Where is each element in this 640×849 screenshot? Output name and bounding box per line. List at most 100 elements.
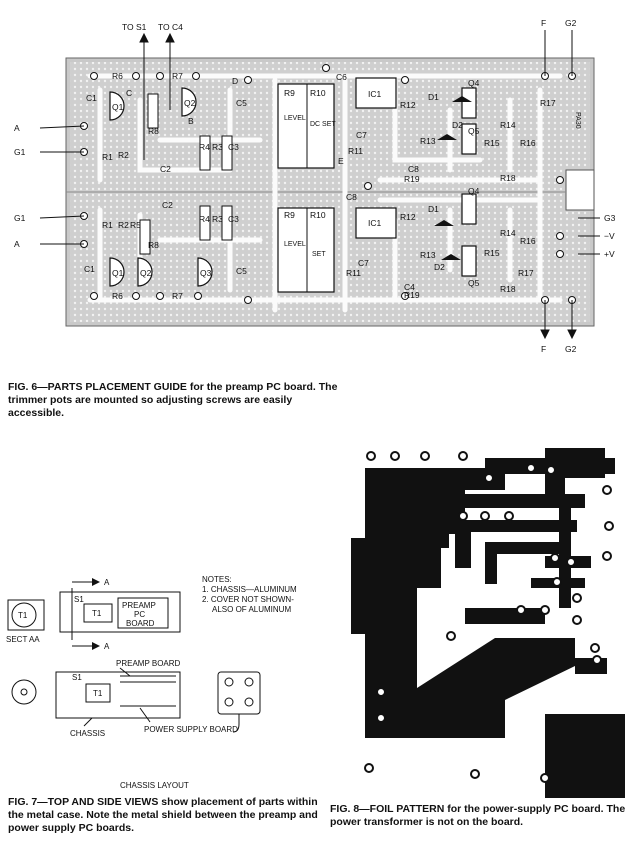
- preamp-pc-board-label-2: PC: [134, 610, 145, 619]
- part-label: C5: [236, 266, 247, 276]
- part-label: C5: [236, 98, 247, 108]
- fig7-chassis-layout-diagram: A A T1 SECT AA S1 T1 PREAMP PC BOARD NOT…: [6, 575, 297, 790]
- part-label: C8: [408, 164, 419, 174]
- part-label: R4: [199, 214, 210, 224]
- edge-label-g3: G3: [604, 213, 616, 223]
- part-label: R11: [348, 146, 363, 156]
- foil-copper-left: [351, 458, 615, 738]
- q1-bottom: [109, 257, 125, 287]
- notes-title: NOTES:: [202, 575, 232, 584]
- part-label: C1: [84, 264, 95, 274]
- fig8-caption: FIG. 8—FOIL PATTERN for the power-supply…: [330, 803, 635, 829]
- chassis-layout-title: CHASSIS LAYOUT: [120, 781, 189, 790]
- part-label: R5: [130, 220, 141, 230]
- part-label: D1: [428, 204, 439, 214]
- fig6-caption: FIG. 6—PARTS PLACEMENT GUIDE for the pre…: [8, 381, 338, 420]
- part-label: R15: [484, 248, 500, 258]
- edge-label-g2-top: G2: [565, 18, 577, 28]
- part-label: Q5: [468, 126, 480, 136]
- q2-top: [181, 87, 197, 117]
- preamp-board-label: PREAMP BOARD: [116, 659, 181, 668]
- part-label: R13: [420, 250, 436, 260]
- fig6-caption-head: FIG. 6—PARTS PLACEMENT GUIDE: [8, 381, 187, 393]
- edge-label-f-bottom: F: [541, 344, 546, 354]
- part-label: R11: [346, 268, 361, 278]
- part-label: R1: [102, 152, 113, 162]
- fig8-foil-pattern-diagram: [351, 448, 625, 798]
- foil-copper-top-right: [545, 448, 605, 498]
- part-label: LEVEL: [284, 115, 306, 122]
- part-label: C3: [228, 214, 239, 224]
- fig7-caption-body: show placement of parts within the metal…: [8, 796, 318, 834]
- part-label: R13: [420, 136, 436, 146]
- r9-r10-level-set-block-bottom: [277, 207, 335, 293]
- part-label: R8: [148, 240, 159, 250]
- part-label: R16: [520, 236, 536, 246]
- part-label: R14: [500, 120, 516, 130]
- ic1-top: [355, 77, 397, 109]
- part-label: C6: [336, 72, 347, 82]
- foil-copper-bottom-right: [545, 714, 625, 798]
- t1-top-label: T1: [92, 609, 102, 618]
- part-label: C7: [356, 130, 367, 140]
- edge-label-f-top: F: [541, 18, 546, 28]
- arrow-a-bottom-label: A: [104, 642, 110, 651]
- edge-label-minus-v: −V: [604, 231, 615, 241]
- part-label: C8: [346, 192, 357, 202]
- part-label: E: [338, 156, 344, 166]
- part-label: R19: [404, 174, 420, 184]
- part-label: R12: [400, 212, 416, 222]
- s1-top-label: S1: [74, 595, 84, 604]
- part-label: R18: [500, 173, 516, 183]
- part-label: D2: [434, 262, 445, 272]
- part-label: R4: [199, 142, 210, 152]
- fig7-caption-head: FIG. 7—TOP AND SIDE VIEWS: [8, 796, 159, 808]
- part-label: IC1: [368, 89, 382, 99]
- part-label: C1: [86, 93, 97, 103]
- r9-r10-level-dcset-block-top: [277, 83, 335, 169]
- part-label: R2: [118, 220, 129, 230]
- fig7-caption: FIG. 7—TOP AND SIDE VIEWS show placement…: [8, 796, 328, 835]
- part-label: R12: [400, 100, 416, 110]
- part-label: Q3: [200, 268, 212, 278]
- part-label: R14: [500, 228, 516, 238]
- part-label: Q1: [112, 268, 124, 278]
- part-label: R9: [284, 210, 295, 220]
- part-label: C: [126, 88, 132, 98]
- part-label: R6: [112, 291, 123, 301]
- part-label: R7: [172, 291, 183, 301]
- s1-side-label: S1: [72, 673, 82, 682]
- part-label: D2: [452, 120, 463, 130]
- part-label: R19: [404, 290, 420, 300]
- part-label: LEVEL: [284, 241, 306, 248]
- preamp-pc-board-label-1: PREAMP: [122, 601, 156, 610]
- part-label: C2: [160, 164, 171, 174]
- part-label: R1: [102, 220, 113, 230]
- power-supply-board-label: POWER SUPPLY BOARD: [144, 725, 238, 734]
- part-label: R7: [172, 71, 183, 81]
- part-label: C3: [228, 142, 239, 152]
- part-label: DC SET: [310, 121, 336, 128]
- part-label: Q4: [468, 186, 480, 196]
- sect-aa-label: SECT AA: [6, 635, 40, 644]
- part-label: R15: [484, 138, 500, 148]
- chassis-label: CHASSIS: [70, 729, 105, 738]
- part-label: C4: [404, 282, 415, 292]
- part-label: R2: [118, 150, 129, 160]
- edge-label-g1-top: G1: [14, 147, 26, 157]
- q3-bottom: [197, 257, 213, 287]
- part-label: SET: [312, 251, 326, 258]
- note-1: 1. CHASSIS—ALUMINUM: [202, 585, 297, 594]
- part-label: Q1: [112, 102, 124, 112]
- part-label: Q2: [184, 98, 196, 108]
- part-label: R8: [148, 126, 159, 136]
- t1-side-label: T1: [93, 689, 103, 698]
- edge-label-a-top: A: [14, 123, 20, 133]
- note-2a: 2. COVER NOT SHOWN-: [202, 595, 294, 604]
- part-label: Q4: [468, 78, 480, 88]
- part-label: Q2: [140, 268, 152, 278]
- part-label: R10: [310, 210, 326, 220]
- ic1-bottom: [355, 207, 397, 239]
- part-label: Q5: [468, 278, 480, 288]
- part-label: B: [188, 116, 194, 126]
